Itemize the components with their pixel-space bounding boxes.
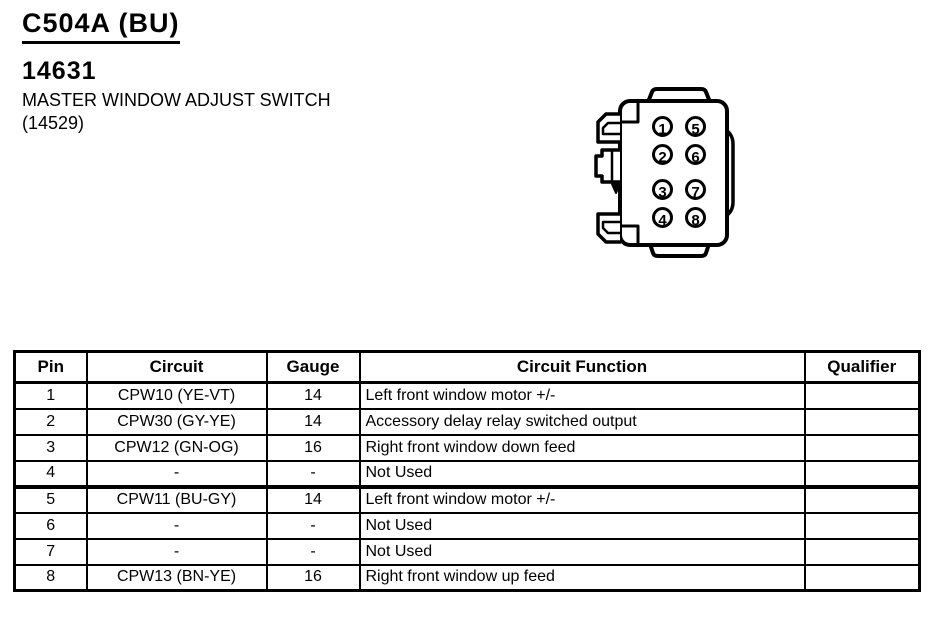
cell-qualifier xyxy=(803,563,921,592)
cell-pin: 1 xyxy=(13,381,88,410)
cell-qualifier xyxy=(803,511,921,540)
cell-gauge: - xyxy=(265,511,361,540)
cell-circuit-function: Not Used xyxy=(358,459,806,489)
pin-1-marker: 1 xyxy=(652,116,673,138)
pin-3-marker: 3 xyxy=(652,179,673,201)
cell-circuit-function: Right front window down feed xyxy=(358,433,806,462)
cell-circuit: CPW10 (YE-VT) xyxy=(85,381,268,410)
connector-housing-drawing xyxy=(594,87,735,258)
pin-7-marker: 7 xyxy=(685,179,706,201)
col-header-pin: Pin xyxy=(13,350,88,384)
part-number: 14631 xyxy=(22,57,97,85)
cell-qualifier xyxy=(803,537,921,566)
cell-circuit-function: Not Used xyxy=(358,511,806,540)
cell-circuit: CPW12 (GN-OG) xyxy=(85,433,268,462)
cell-qualifier xyxy=(803,485,921,514)
col-header-qualifier: Qualifier xyxy=(803,350,921,384)
cell-pin: 4 xyxy=(13,459,88,489)
component-name: MASTER WINDOW ADJUST SWITCH xyxy=(22,90,331,110)
cell-gauge: 14 xyxy=(265,407,361,436)
cell-pin: 3 xyxy=(13,433,88,462)
cell-qualifier xyxy=(803,407,921,436)
cell-qualifier xyxy=(803,459,921,489)
connector-diagram: 1 2 3 4 5 6 7 8 xyxy=(590,80,750,270)
cell-gauge: - xyxy=(265,537,361,566)
cell-gauge: 16 xyxy=(265,433,361,462)
cell-gauge: - xyxy=(265,459,361,489)
component-code: (14529) xyxy=(22,113,85,133)
cell-circuit-function: Not Used xyxy=(358,537,806,566)
col-header-gauge: Gauge xyxy=(265,350,361,384)
table-row: 6--Not Used xyxy=(13,511,921,540)
pin-5-marker: 5 xyxy=(685,116,706,138)
cell-circuit-function: Left front window motor +/- xyxy=(358,381,806,410)
cell-pin: 5 xyxy=(13,485,88,514)
connector-id-title: C504A (BU) xyxy=(22,8,180,44)
cell-gauge: 16 xyxy=(265,563,361,592)
cell-pin: 7 xyxy=(13,537,88,566)
pin-8-marker: 8 xyxy=(685,207,706,229)
cell-circuit-function: Left front window motor +/- xyxy=(358,485,806,514)
col-header-circuit-function: Circuit Function xyxy=(358,350,806,384)
pin-4-marker: 4 xyxy=(652,207,673,229)
cell-pin: 6 xyxy=(13,511,88,540)
col-header-circuit: Circuit xyxy=(85,350,268,384)
cell-qualifier xyxy=(803,433,921,462)
cell-circuit-function: Right front window up feed xyxy=(358,563,806,592)
cell-circuit: CPW11 (BU-GY) xyxy=(85,485,268,514)
table-row: 4--Not Used xyxy=(13,459,921,489)
cell-pin: 8 xyxy=(13,563,88,592)
table-row: 7--Not Used xyxy=(13,537,921,566)
cell-gauge: 14 xyxy=(265,485,361,514)
cell-circuit: - xyxy=(85,459,268,489)
cell-pin: 2 xyxy=(13,407,88,436)
cell-gauge: 14 xyxy=(265,381,361,410)
cell-circuit-function: Accessory delay relay switched output xyxy=(358,407,806,436)
cell-circuit: - xyxy=(85,537,268,566)
cell-qualifier xyxy=(803,381,921,410)
pin-6-marker: 6 xyxy=(685,144,706,166)
cell-circuit: - xyxy=(85,511,268,540)
pin-2-marker: 2 xyxy=(652,144,673,166)
cell-circuit: CPW30 (GY-YE) xyxy=(85,407,268,436)
cell-circuit: CPW13 (BN-YE) xyxy=(85,563,268,592)
